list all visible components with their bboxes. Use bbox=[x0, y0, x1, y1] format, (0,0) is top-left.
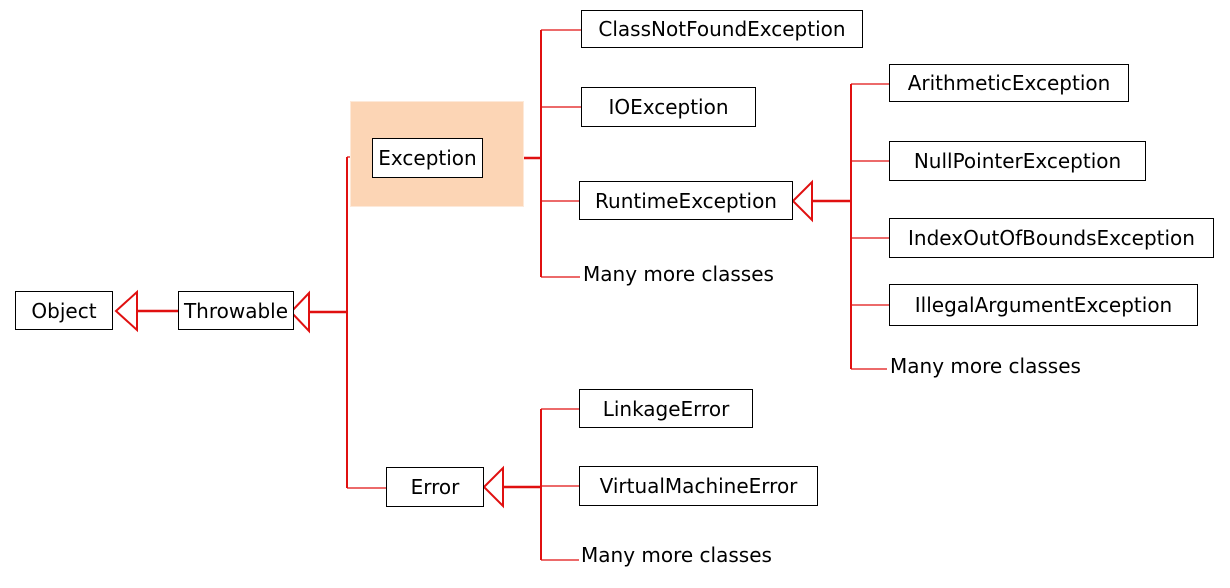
linkageerror-class-box: LinkageError bbox=[579, 389, 753, 428]
throwable-inherit-arrow bbox=[289, 290, 310, 334]
arithmetic-class-box: ArithmeticException bbox=[889, 64, 1129, 102]
exception-more-classes-label: Many more classes bbox=[583, 262, 774, 286]
ioexception-class-box: IOException bbox=[581, 87, 756, 127]
indexoutofbounds-class-box: IndexOutOfBoundsException bbox=[889, 218, 1214, 258]
error-inherit-arrow bbox=[482, 465, 504, 509]
runtime-more-classes-label: Many more classes bbox=[890, 354, 1081, 378]
classnotfound-class-box: ClassNotFoundException bbox=[581, 10, 863, 48]
vmerror-class-box: VirtualMachineError bbox=[579, 466, 818, 506]
object-inherit-arrow bbox=[114, 289, 138, 333]
throwable-class-box: Throwable bbox=[178, 291, 294, 330]
error-more-classes-label: Many more classes bbox=[581, 543, 772, 567]
runtime-inherit-arrow bbox=[791, 179, 813, 223]
illegalargument-class-box: IllegalArgumentException bbox=[889, 284, 1198, 326]
error-class-box: Error bbox=[386, 467, 484, 507]
nullpointer-class-box: NullPointerException bbox=[889, 141, 1146, 181]
object-class-box: Object bbox=[15, 291, 113, 330]
runtimeexception-class-box: RuntimeException bbox=[579, 181, 793, 220]
exception-class-box: Exception bbox=[372, 138, 483, 178]
